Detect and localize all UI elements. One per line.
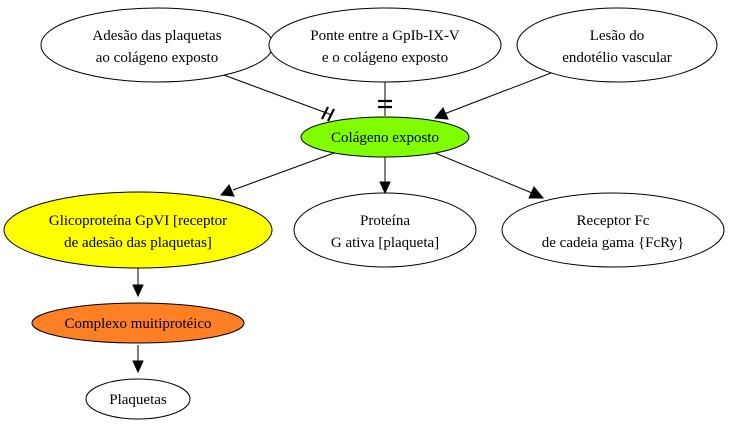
node-glicoproteina: Glicoproteína GpVI [receptor de adesão d… [3,191,273,269]
node-colageno-shape [300,116,470,158]
node-receptor-line-2: de cadeia gama {FcRy} [542,235,685,251]
node-adesao-shape [40,7,274,83]
edge-colageno-proteina [379,157,391,195]
node-proteina: Proteína G ativa [plaqueta] [293,192,477,268]
edge-lesao-colageno [434,72,552,120]
node-complexo-shape [31,302,245,344]
node-proteina-line-1: Proteína [360,213,410,229]
node-plaquetas-label: Plaquetas [109,392,167,408]
node-lesao-line-1: Lesão do [590,28,645,44]
edge-colageno-glicoproteina [220,152,335,197]
node-glicoproteina-line-2: de adesão das plaquetas] [64,235,212,251]
node-receptor: Receptor Fc de cadeia gama {FcRy} [501,192,725,268]
node-adesao: Adesão das plaquetas ao colágeno exposto [40,7,274,83]
node-plaquetas-shape [85,378,191,420]
node-glicoproteina-line-1: Glicoproteína GpVI [receptor [49,213,227,229]
node-adesao-line-1: Adesão das plaquetas [92,28,221,44]
node-plaquetas: Plaquetas [85,378,191,420]
edge-adesao-colageno [212,70,335,122]
node-lesao-line-2: endotélio vascular [562,50,672,66]
node-lesao: Lesão do endotélio vascular [516,7,718,83]
node-colageno-label: Colágeno exposto [331,130,439,146]
edge-colageno-receptor [434,152,545,199]
node-glicoproteina-shape [3,191,273,269]
edge-complexo-plaquetas [132,345,144,374]
node-proteina-shape [293,192,477,268]
node-proteina-line-2: G ativa [plaqueta] [331,235,439,251]
node-ponte-shape [268,7,502,83]
node-complexo-label: Complexo muitiprotéico [64,316,211,332]
node-adesao-line-2: ao colágeno exposto [96,50,218,66]
node-complexo: Complexo muitiprotéico [31,302,245,344]
node-colageno: Colágeno exposto [300,116,470,158]
edge-glicoproteina-complexo [132,268,144,298]
node-receptor-line-1: Receptor Fc [577,213,650,229]
node-ponte: Ponte entre a GpIb-IX-V e o colágeno exp… [268,7,502,83]
node-lesao-shape [516,7,718,83]
node-receptor-shape [501,192,725,268]
edge-ponte-colageno [378,78,392,116]
node-ponte-line-1: Ponte entre a GpIb-IX-V [310,28,460,44]
node-ponte-line-2: e o colágeno exposto [322,50,448,66]
